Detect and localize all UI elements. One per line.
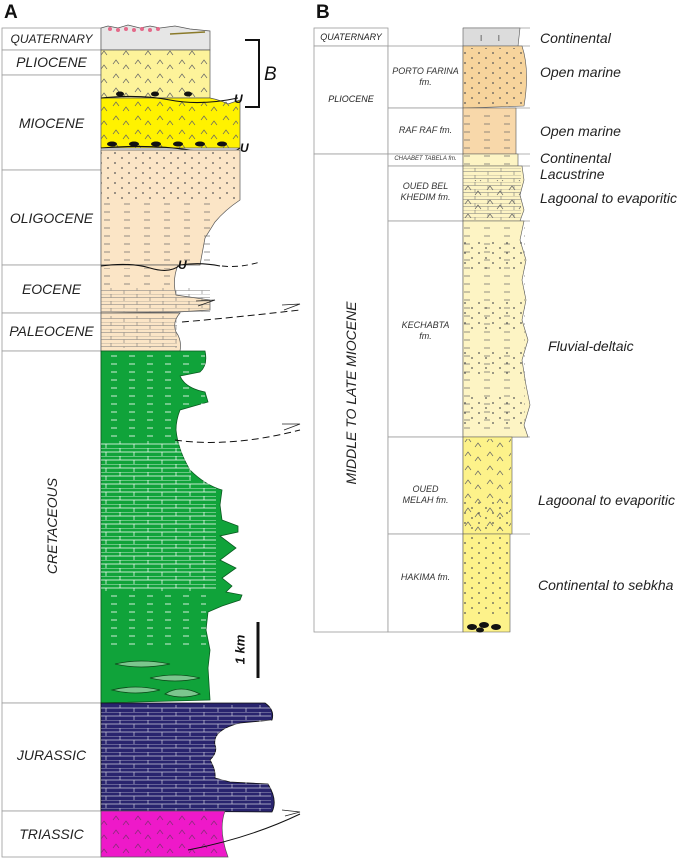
fm-label-oued-bel-khedim: OUED BEL KHEDIM fm.	[400, 181, 451, 202]
epoch-label-middle-late-miocene: MIDDLE TO LATE MIOCENE	[343, 301, 359, 485]
quaternary-pebbles	[108, 27, 160, 32]
period-label-quaternary: QUATERNARY	[10, 32, 93, 46]
fm-label-hakima: HAKIMA fm.	[400, 572, 451, 582]
cretaceous-lenses	[110, 660, 202, 698]
period-label-triassic: TRIASSIC	[19, 826, 84, 842]
env-label-continental-sebkha: Continental to sebkha	[538, 577, 674, 593]
miocene-nodules	[107, 141, 227, 147]
env-label-lacustrine: Lacustrine	[540, 166, 605, 182]
hakima-pebbles	[467, 622, 501, 633]
env-label-fluvial-deltaic: Fluvial-deltaic	[548, 338, 634, 354]
panel-b-label: B	[316, 2, 330, 23]
env-label-continental-2: Continental	[540, 150, 611, 166]
fm-label-raf-raf: RAF RAF fm.	[398, 125, 453, 135]
fm-label-chaabet-tabela: CHAABET TABELA fm.	[394, 156, 457, 162]
unconformity-mark-3: U	[178, 258, 187, 272]
period-label-jurassic: JURASSIC	[16, 747, 87, 763]
unconformity-mark-1: U	[234, 92, 243, 106]
period-boxes-a	[1, 27, 102, 858]
pliocene-nodules	[116, 91, 192, 97]
env-label-continental-1: Continental	[540, 30, 611, 46]
period-label-miocene: MIOCENE	[18, 115, 85, 131]
bracket-label: B	[264, 64, 277, 85]
period-label-eocene: EOCENE	[21, 281, 82, 297]
scale-label: 1 km	[232, 634, 248, 665]
env-label-lagoonal-evaporitic-2: Lagoonal to evaporitic	[538, 492, 675, 508]
panel-b-bracket	[245, 39, 260, 108]
period-label-pliocene: PLIOCENE	[16, 54, 87, 70]
fm-label-porto-farina: PORTO FARINA fm.	[392, 66, 459, 87]
period-label-cretaceous: CRETACEOUS	[44, 477, 60, 575]
env-label-open-marine-1: Open marine	[540, 64, 621, 80]
env-label-open-marine-2: Open marine	[540, 123, 621, 139]
fm-label-kechabta: KECHABTA fm.	[401, 320, 450, 341]
env-label-lagoonal-evaporitic-1: Lagoonal to evaporitic	[540, 190, 677, 206]
period-label-oligocene: OLIGOCENE	[9, 210, 94, 226]
fm-label-oued-melah: OUED MELAH fm.	[402, 484, 449, 505]
epoch-label-pliocene-b: PLIOCENE	[328, 94, 374, 104]
unconformity-mark-2: U	[240, 141, 249, 155]
period-label-paleocene: PALEOCENE	[9, 323, 94, 339]
panel-a-label: A	[4, 2, 18, 23]
epoch-label-quaternary-b: QUATERNARY	[320, 32, 382, 42]
svg-text:I I: I I	[480, 34, 500, 43]
epoch-boxes-b	[313, 27, 464, 633]
